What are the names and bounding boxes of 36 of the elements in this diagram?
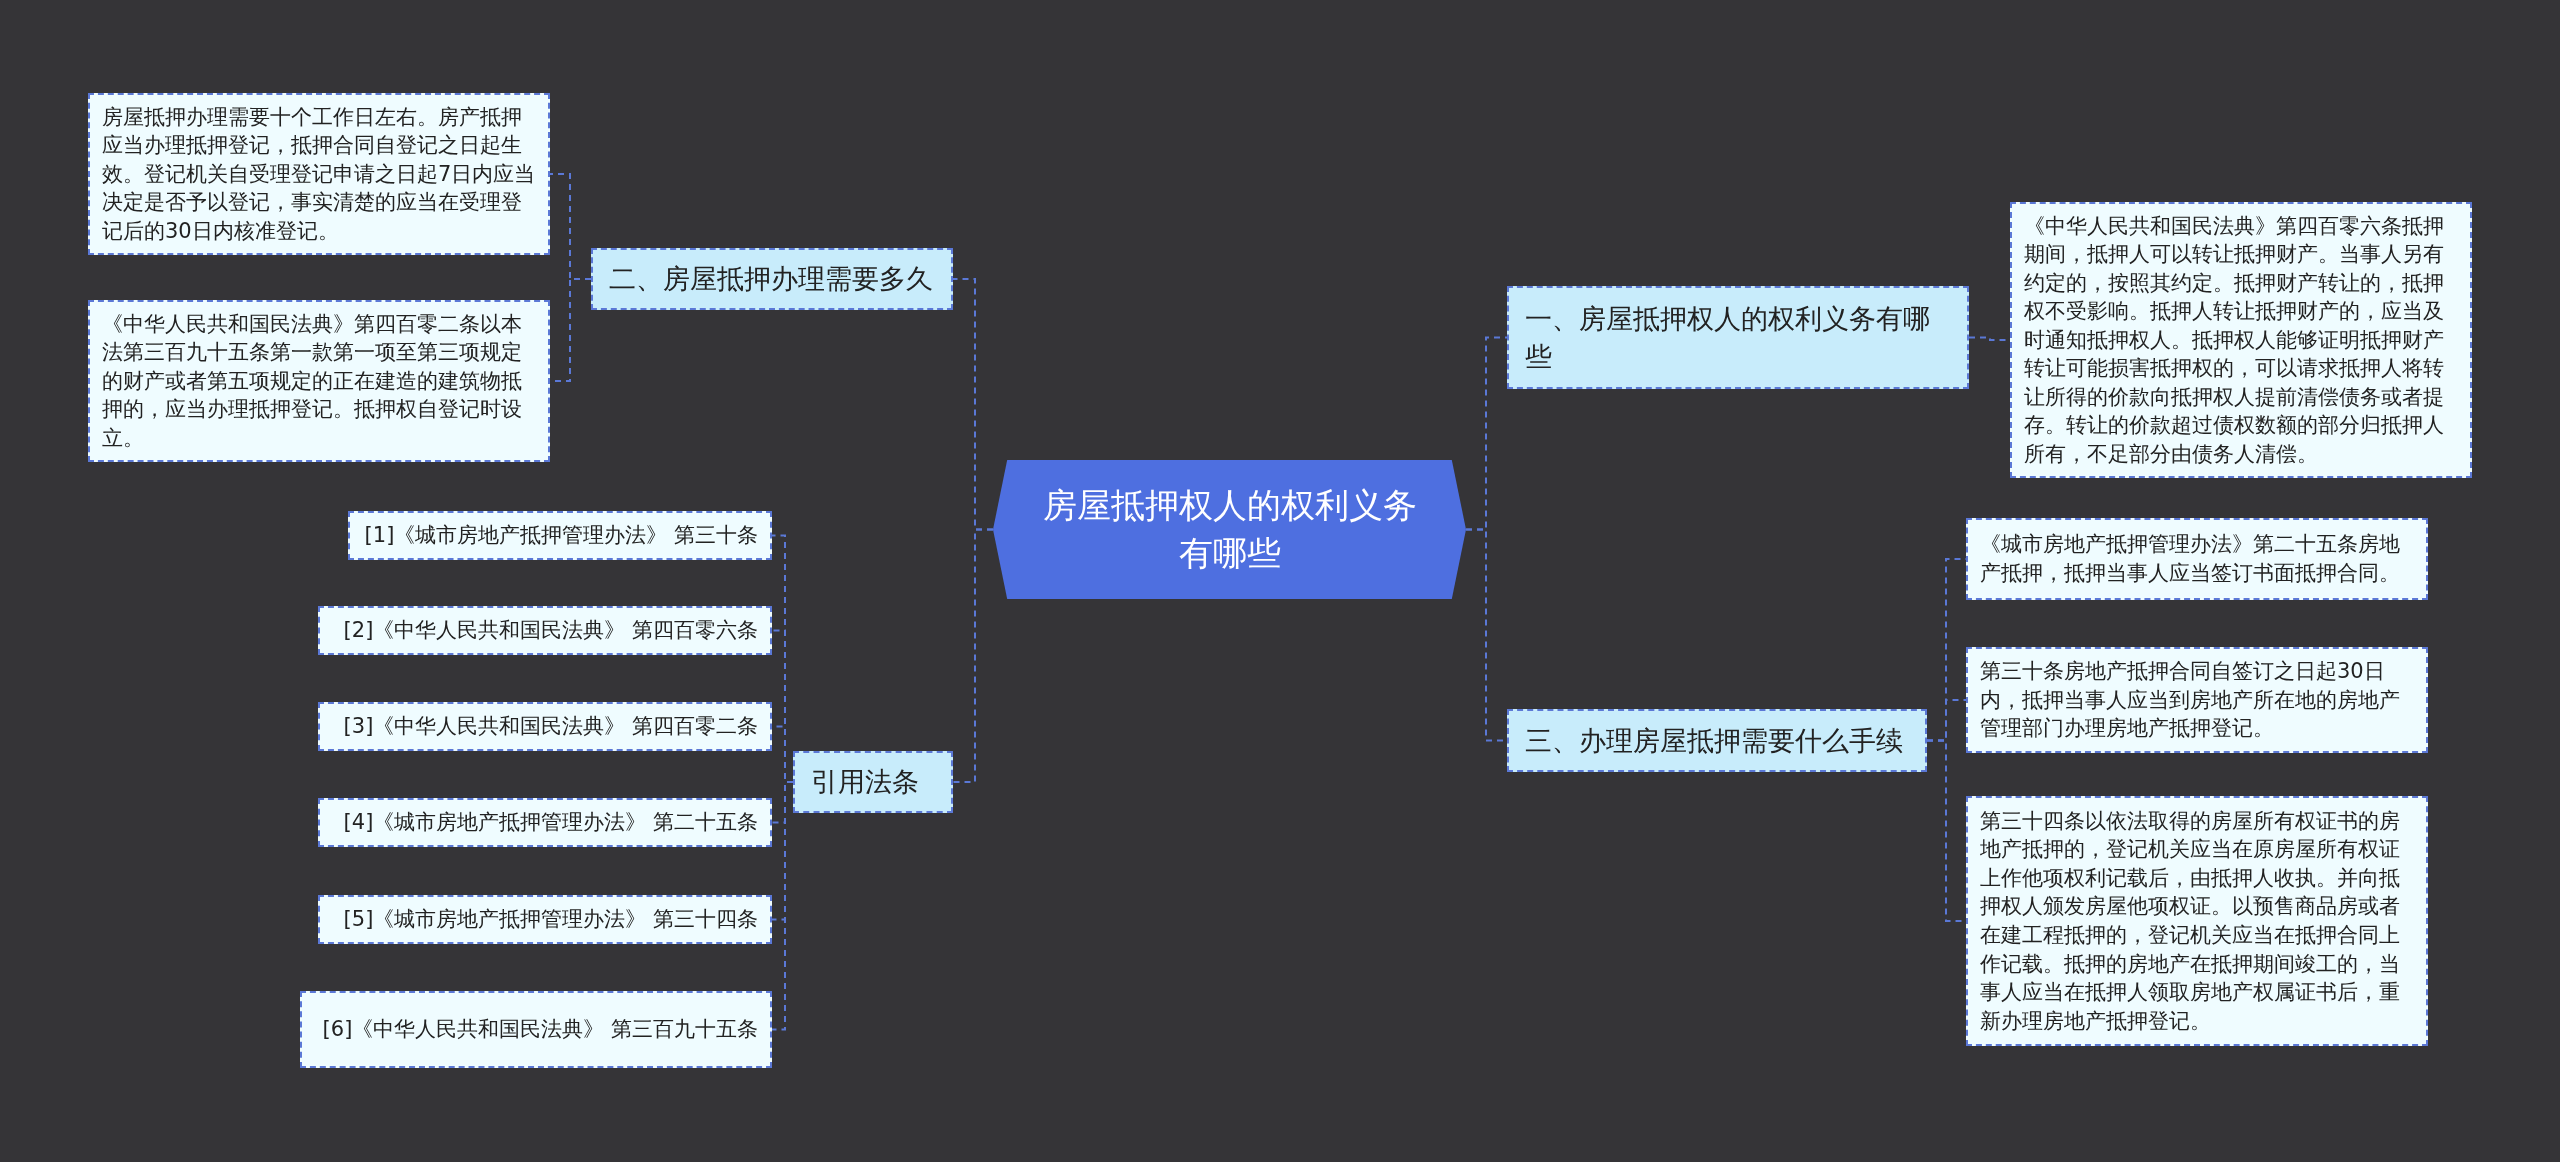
topic-box bbox=[793, 751, 953, 813]
topic-text: 《中华人民共和国民法典》第四百零六条抵押期间，抵押人可以转让抵押财产。当事人另有约定的，按照其约定。抵押财产转让的，抵押权不受影响。抵押人转让抵押财产的，应当及时通知抵押权人。抵押权人能够证明抵押财产转让可能损害抵押权的，可以请求抵押人将转让所得的价款向抵押权人提前清偿债务或者提存。转让的价款超过债权数额的部分归抵押人所有，不足部分由债务人清偿。 bbox=[2024, 212, 2445, 468]
central-topic bbox=[993, 460, 1466, 599]
topic-text: [1]《城市房地产抵押管理办法》 第三十条 bbox=[364, 521, 758, 549]
note-box bbox=[1966, 647, 2428, 753]
topic-text: 引用法条 bbox=[811, 765, 919, 800]
topic-text: 一、房屋抵押权人的权利义务有哪些 bbox=[1525, 301, 1931, 374]
note-box bbox=[1966, 796, 2428, 1046]
topic-text: [4]《城市房地产抵押管理办法》 第二十五条 bbox=[343, 808, 758, 836]
topic-text: 房屋抵押权人的权利义务有哪些 bbox=[1041, 483, 1418, 575]
note-box bbox=[318, 702, 772, 751]
note-box bbox=[318, 606, 772, 655]
connector-line bbox=[771, 781, 794, 1031]
topic-text: 《城市房地产抵押管理办法》第二十五条房地产抵押，抵押当事人应当签订书面抵押合同。 bbox=[1980, 531, 2401, 587]
note-box bbox=[1966, 518, 2428, 600]
note-box bbox=[318, 798, 772, 847]
topic-text: 三、办理房屋抵押需要什么手续 bbox=[1525, 723, 1903, 758]
note-box bbox=[318, 895, 772, 944]
topic-text: 第三十四条以依法取得的房屋所有权证书的房地产抵押的，登记机关应当在原房屋所有权证上作他项权利记载后，由抵押人收执。并向抵押权人颁发房屋他项权证。以预售商品房或者在建工程抵押的，登记机关应当在抵押合同上作记载。抵押的房地产在抵押期间竣工的，当事人应当在抵押人领取房地产权属证书后，重新办理房地产抵押登记。 bbox=[1980, 807, 2401, 1035]
topic-box bbox=[1507, 286, 1969, 389]
topic-text: 《中华人民共和国民法典》第四百零二条以本法第三百九十五条第一款第一项至第三项规定的财产或者第五项规定的正在建造的建筑物抵押的，应当办理抵押登记。抵押权自登记时设立。 bbox=[102, 310, 523, 452]
connector-line bbox=[952, 528, 994, 783]
topic-text: 房屋抵押办理需要十个工作日左右。房产抵押应当办理抵押登记，抵押合同自登记之日起生效。登记机关自受理登记申请之日起7日内应当决定是否予以登记，事实清楚的应当在受理登记后的30日内核准登记。 bbox=[102, 103, 536, 245]
note-box bbox=[348, 511, 772, 560]
topic-text: [2]《中华人民共和国民法典》 第四百零六条 bbox=[343, 616, 758, 644]
topic-box bbox=[591, 248, 953, 310]
topic-box bbox=[1507, 709, 1927, 772]
note-box bbox=[88, 93, 550, 255]
topic-text: [6]《中华人民共和国民法典》 第三百九十五条 bbox=[322, 1015, 758, 1043]
topic-text: 第三十条房地产抵押合同自签订之日起30日内，抵押当事人应当到房地产所在地的房地产管理部门办理房地产抵押登记。 bbox=[1980, 658, 2401, 743]
note-box bbox=[88, 300, 550, 462]
topic-text: [5]《城市房地产抵押管理办法》 第三十四条 bbox=[343, 905, 758, 933]
topic-text: [3]《中华人民共和国民法典》 第四百零二条 bbox=[343, 712, 758, 740]
topic-text: 二、房屋抵押办理需要多久 bbox=[609, 262, 933, 297]
note-box bbox=[2010, 202, 2472, 478]
note-box bbox=[300, 991, 772, 1068]
